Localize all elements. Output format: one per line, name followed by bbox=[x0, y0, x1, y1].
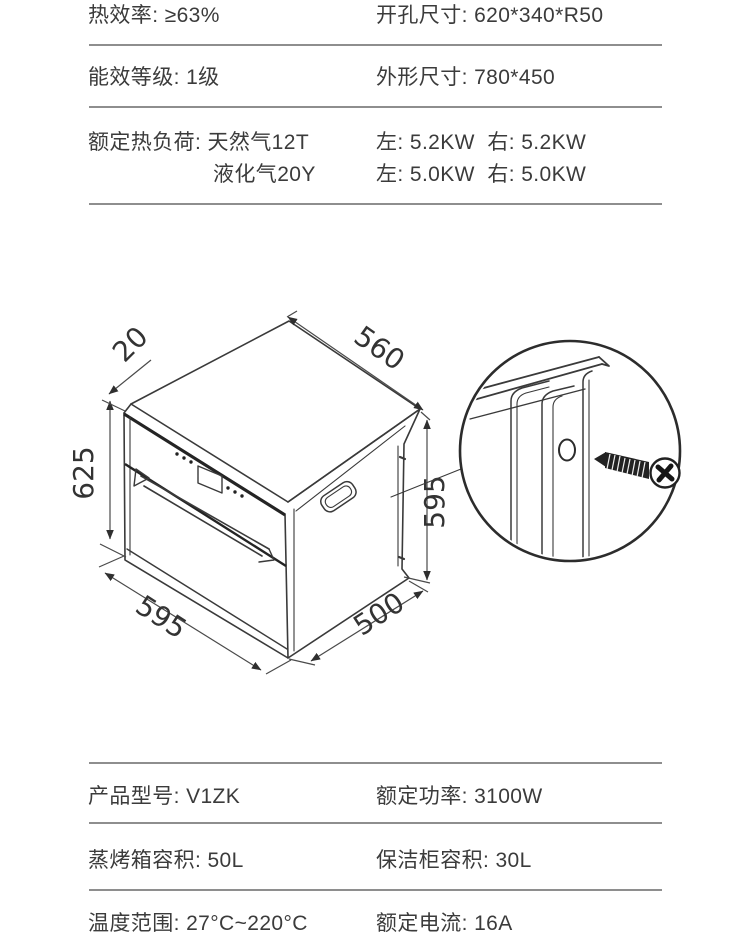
control-panel bbox=[175, 452, 244, 498]
spec-cabinet-capacity: 保洁柜容积: 30L bbox=[376, 849, 532, 872]
screw-hole bbox=[559, 440, 575, 461]
spec-overall-size: 外形尺寸: 780*450 bbox=[376, 66, 556, 89]
screw-detail-callout bbox=[391, 341, 680, 562]
divider bbox=[89, 762, 662, 764]
dimension-lines bbox=[99, 311, 431, 674]
divider bbox=[89, 203, 662, 205]
divider bbox=[89, 889, 662, 891]
screw-icon bbox=[594, 452, 680, 488]
detail-circle bbox=[460, 341, 680, 561]
spec-rated-power: 额定功率: 3100W bbox=[376, 785, 543, 808]
spec-model-number: 产品型号: V1ZK bbox=[88, 785, 241, 808]
divider bbox=[89, 822, 662, 824]
spec-burner-power-line2: 左: 5.0KW 右: 5.0KW bbox=[376, 163, 587, 186]
spec-temperature-range: 温度范围: 27°C~220°C bbox=[88, 912, 308, 935]
spec-rated-heat-load-line1: 额定热负荷: 天然气12T bbox=[88, 131, 310, 154]
spec-heat-efficiency: 热效率: ≥63% bbox=[88, 4, 220, 27]
installation-dimension-diagram: 20 560 625 595 595 500 bbox=[67, 280, 750, 710]
spec-energy-rating: 能效等级: 1级 bbox=[88, 66, 220, 89]
side-handle-cutout bbox=[318, 479, 359, 515]
divider bbox=[89, 44, 662, 46]
dimension-label-595-right: 595 bbox=[418, 475, 451, 528]
spec-rated-heat-load-line2: 液化气20Y bbox=[213, 163, 316, 186]
spec-oven-capacity: 蒸烤箱容积: 50L bbox=[88, 849, 244, 872]
divider bbox=[89, 106, 662, 108]
spec-cutout-size: 开孔尺寸: 620*340*R50 bbox=[376, 4, 604, 27]
spec-rated-current: 额定电流: 16A bbox=[376, 912, 513, 935]
dimension-label-20: 20 bbox=[106, 320, 155, 369]
dimension-label-560-depth: 560 bbox=[348, 319, 411, 377]
dimension-label-625-height: 625 bbox=[67, 446, 100, 499]
dimension-label-595-width: 595 bbox=[130, 589, 193, 646]
spec-burner-power-line1: 左: 5.2KW 右: 5.2KW bbox=[376, 131, 587, 154]
dimension-label-500-side: 500 bbox=[347, 586, 410, 643]
door-handle bbox=[134, 469, 274, 562]
display-window bbox=[198, 466, 222, 493]
